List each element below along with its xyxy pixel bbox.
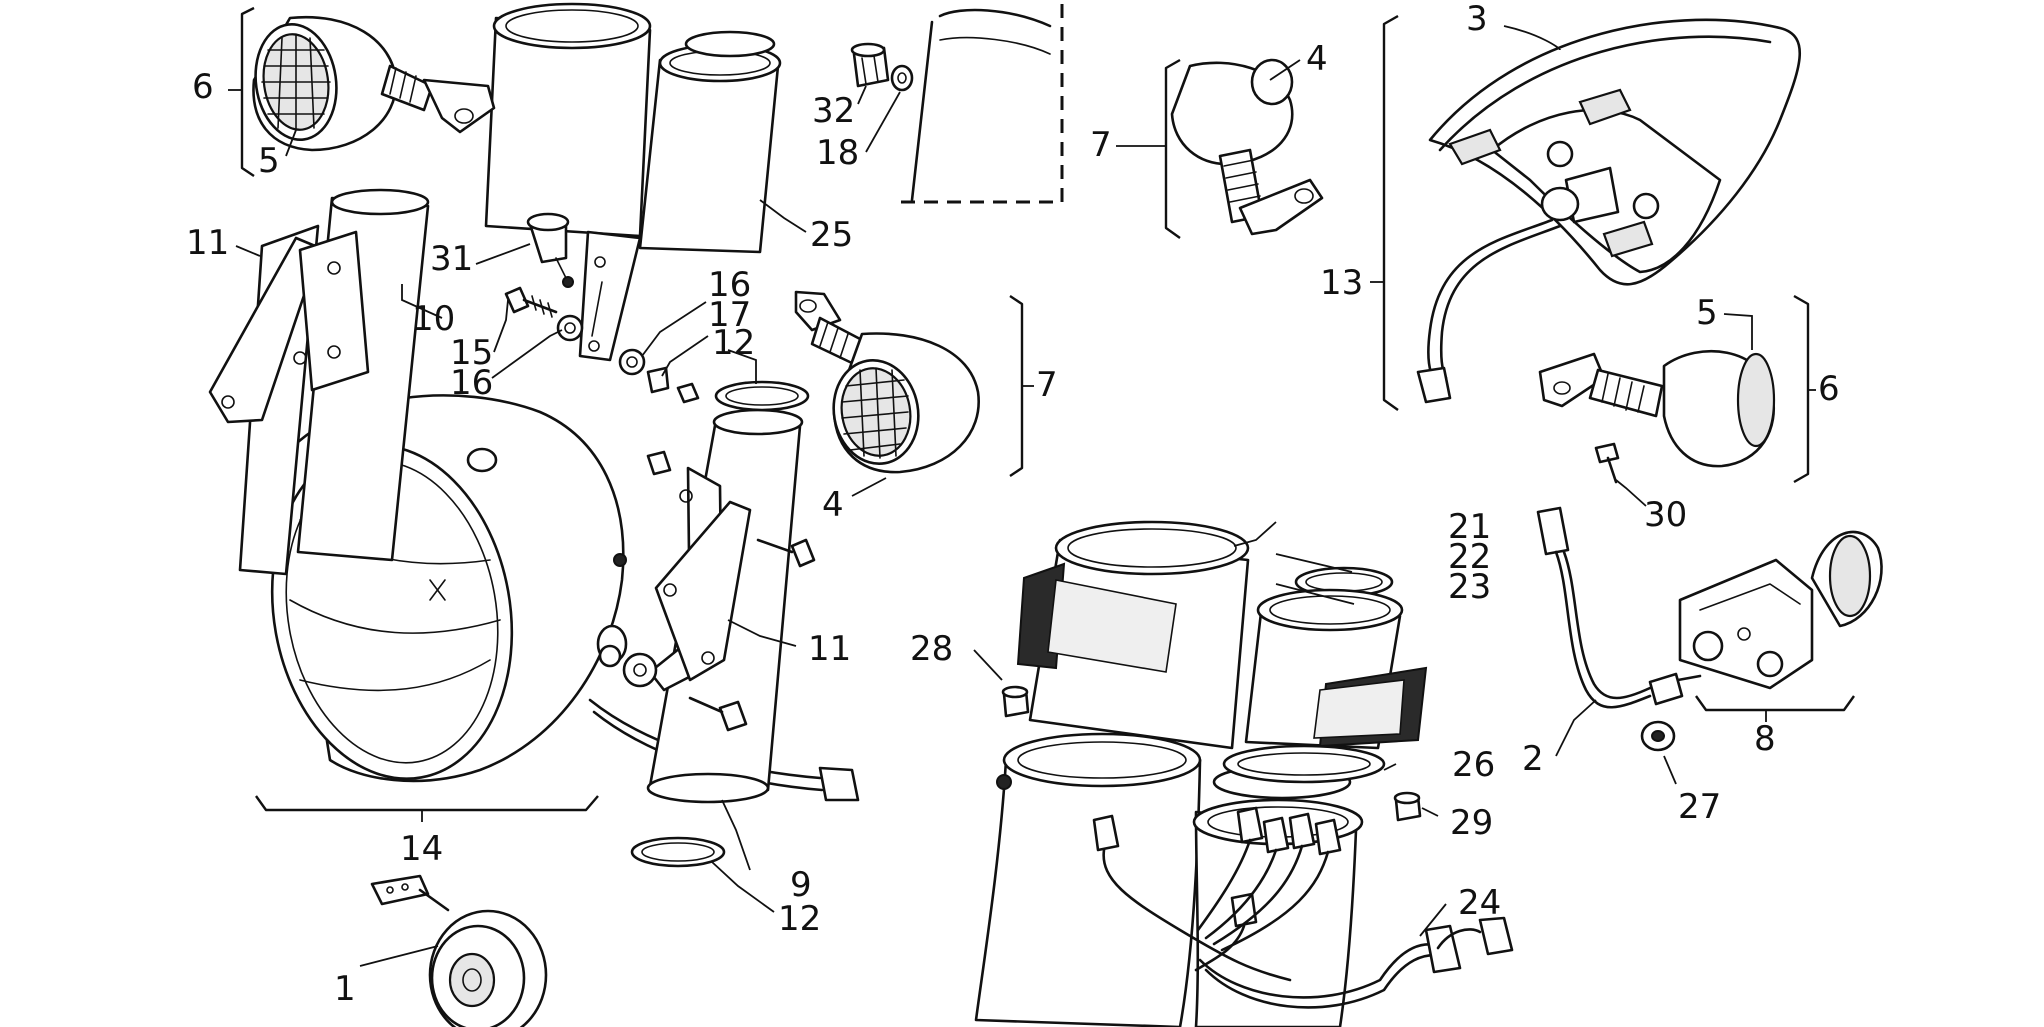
callout-16-left: 16 — [450, 363, 493, 403]
callout-7-upper: 7 — [1090, 125, 1112, 165]
callout-21: 21 — [1448, 507, 1491, 547]
lower-instrument-cluster-part — [974, 520, 1514, 1027]
turn-signal-rear-right-part — [1538, 349, 1776, 468]
turn-signal-front-right-part — [794, 290, 980, 474]
turn-signal-rear-left-part — [1170, 58, 1324, 236]
callout-24: 24 — [1458, 883, 1501, 923]
callout-8: 8 — [1754, 719, 1776, 759]
group-brackets — [240, 6, 1855, 812]
callout-13: 13 — [1320, 263, 1363, 303]
horn-part — [370, 874, 548, 1027]
left-fork-tube-part — [208, 188, 430, 576]
fastener-parts — [504, 42, 1676, 868]
right-fork-tube-part — [646, 408, 804, 804]
callout-28: 28 — [910, 629, 953, 669]
callout-18: 18 — [816, 133, 859, 173]
leader-lines — [228, 25, 1816, 967]
turn-signal-front-left-part — [252, 15, 496, 152]
dashed-cover-outline — [898, 4, 1064, 204]
callout-27: 27 — [1678, 787, 1721, 827]
callout-4-lower: 4 — [822, 485, 844, 525]
callout-25: 25 — [810, 215, 853, 255]
callout-29: 29 — [1450, 803, 1493, 843]
callout-11-left: 11 — [186, 223, 229, 263]
callout-9: 9 — [790, 865, 812, 905]
callout-30: 30 — [1644, 495, 1687, 535]
callout-5-left: 5 — [258, 141, 280, 181]
callout-12-upper: 12 — [712, 323, 755, 363]
callout-7-lower: 7 — [1036, 365, 1058, 405]
callout-12-lower: 12 — [778, 899, 821, 939]
callout-6-right: 6 — [1818, 369, 1840, 409]
callout-32: 32 — [812, 91, 855, 131]
callout-22: 22 — [1448, 537, 1491, 577]
callout-10: 10 — [412, 299, 455, 339]
callout-2: 2 — [1522, 739, 1544, 779]
callout-26: 26 — [1452, 745, 1495, 785]
callout-6-left: 6 — [192, 67, 214, 107]
callout-1: 1 — [334, 969, 356, 1009]
callout-labels: 1 2 3 4 4 5 5 6 6 7 7 8 9 10 11 11 12 12… — [186, 0, 1840, 1009]
callout-14: 14 — [400, 829, 443, 869]
callout-17: 17 — [708, 295, 751, 335]
callout-5-right: 5 — [1696, 293, 1718, 333]
tail-light-part — [1416, 18, 1801, 404]
switch-and-wire-part — [1536, 506, 1883, 709]
callout-15: 15 — [450, 333, 493, 373]
callout-11-right: 11 — [808, 629, 851, 669]
instrument-cluster-part — [484, 2, 782, 362]
callout-16-right: 16 — [708, 265, 751, 305]
callout-4-upper: 4 — [1306, 39, 1328, 79]
callout-23: 23 — [1448, 567, 1491, 607]
callout-3: 3 — [1466, 0, 1488, 39]
callout-31: 31 — [430, 239, 473, 279]
